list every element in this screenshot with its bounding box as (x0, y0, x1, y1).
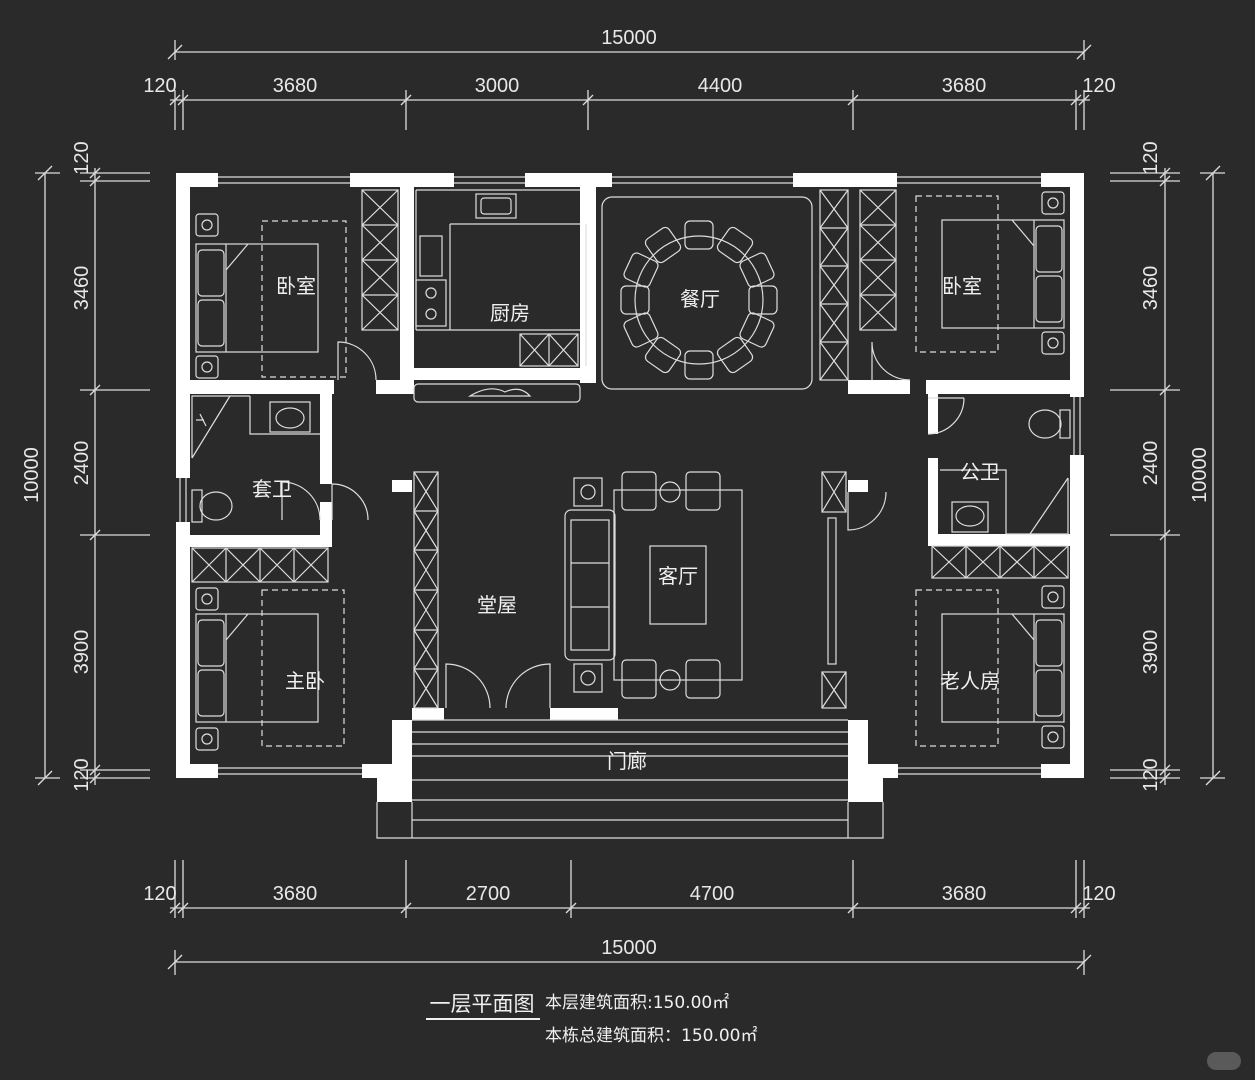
room-labels: 卧室 厨房 餐厅 卧室 套卫 公卫 堂屋 客厅 主卧 老人房 门廊 (252, 274, 1000, 773)
svg-text:120: 120 (71, 141, 93, 174)
svg-text:3680: 3680 (273, 883, 318, 905)
svg-text:2400: 2400 (1140, 441, 1162, 486)
right-total-dim: 10000 (1189, 447, 1211, 503)
bottom-dimension-lines (167, 860, 1092, 975)
svg-text:3680: 3680 (942, 883, 987, 905)
right-dimension-lines (1110, 165, 1225, 786)
svg-text:3680: 3680 (942, 75, 987, 97)
svg-text:2400: 2400 (71, 441, 93, 486)
bed-ne (915, 191, 1065, 355)
room-label-elder-room: 老人房 (940, 669, 1000, 693)
left-total-dim: 10000 (21, 447, 43, 503)
bed-sw (195, 587, 345, 751)
bed-se (915, 585, 1065, 749)
svg-text:120: 120 (143, 75, 176, 97)
room-label-master-bedroom: 主卧 (285, 669, 325, 693)
total-area-text: 本栋总建筑面积：150.00㎡ (545, 1026, 757, 1046)
public-bath-fixtures (940, 409, 1071, 535)
svg-text:3460: 3460 (1140, 266, 1162, 311)
room-label-kitchen: 厨房 (490, 301, 530, 325)
top-dimension-lines (167, 40, 1092, 130)
floor-area-text: 本层建筑面积:150.00㎡ (545, 993, 729, 1013)
svg-text:3900: 3900 (1140, 630, 1162, 675)
svg-text:4400: 4400 (698, 75, 743, 97)
room-label-porch: 门廊 (607, 749, 647, 773)
svg-text:120: 120 (143, 883, 176, 905)
living-furniture (564, 471, 743, 699)
room-label-dining: 餐厅 (680, 287, 720, 311)
room-label-bedroom-nw: 卧室 (276, 274, 316, 298)
watermark-badge (1207, 1052, 1241, 1070)
dining-table (601, 196, 813, 390)
svg-text:4700: 4700 (690, 883, 735, 905)
svg-text:3000: 3000 (475, 75, 520, 97)
dimension-labels: 15000 120 3680 3000 4400 3680 120 120 36… (21, 27, 1211, 959)
bed-nw (195, 213, 347, 379)
svg-text:120: 120 (1140, 758, 1162, 791)
porch-steps (376, 719, 884, 839)
doors (281, 341, 965, 709)
room-label-hall: 堂屋 (477, 593, 517, 617)
svg-text:3680: 3680 (273, 75, 318, 97)
svg-text:3460: 3460 (71, 266, 93, 311)
svg-text:2700: 2700 (466, 883, 511, 905)
room-label-living: 客厅 (658, 564, 698, 588)
room-label-ensuite-bath: 套卫 (252, 477, 292, 501)
title-block: 一层平面图 本层建筑面积:150.00㎡ 本栋总建筑面积：150.00㎡ (426, 992, 757, 1046)
ensuite-bath-fixtures (191, 395, 320, 523)
svg-text:120: 120 (1140, 141, 1162, 174)
top-total-dim: 15000 (601, 27, 657, 49)
svg-text:120: 120 (1082, 883, 1115, 905)
svg-text:3900: 3900 (71, 630, 93, 675)
walls (176, 173, 1084, 802)
room-label-bedroom-ne: 卧室 (942, 274, 982, 298)
svg-text:120: 120 (1082, 75, 1115, 97)
bottom-total-dim: 15000 (601, 937, 657, 959)
drawing-title: 一层平面图 (430, 992, 535, 1016)
left-dimension-lines (35, 165, 150, 786)
kitchen-counter (415, 189, 587, 367)
wardrobes (191, 189, 1069, 709)
svg-text:120: 120 (71, 758, 93, 791)
room-label-public-bath: 公卫 (960, 460, 1000, 484)
windows (179, 176, 1081, 775)
